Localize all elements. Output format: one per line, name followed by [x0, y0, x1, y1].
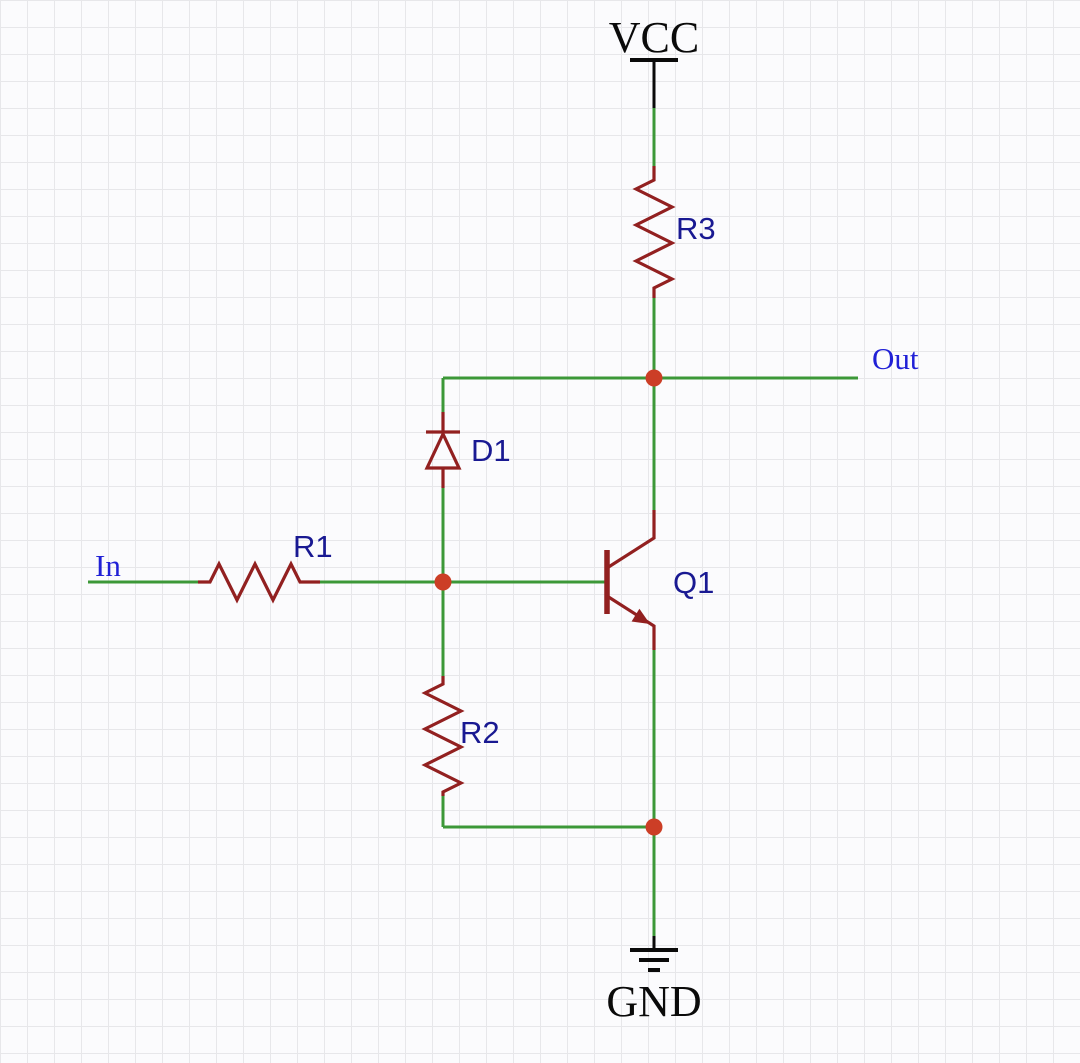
ref-label-r3: R3 [676, 211, 716, 246]
junction-base-node [434, 573, 452, 591]
schematic-labels: VCC GND Out In R3 D1 R1 Q1 R2 [95, 13, 919, 1026]
ref-label-r1: R1 [293, 529, 333, 564]
diode-d1-triangle [424, 430, 462, 470]
wires [88, 106, 858, 940]
resistor-r3-symbol [632, 166, 676, 298]
junction-dots [434, 369, 663, 836]
power-symbols [630, 58, 678, 972]
transistor-q1-emitter [606, 594, 656, 650]
ref-label-r2: R2 [460, 715, 500, 750]
ref-label-d1: D1 [471, 433, 511, 468]
net-label-out: Out [872, 341, 919, 376]
resistor-r1-symbol [198, 560, 320, 604]
component-symbols [198, 166, 676, 796]
net-label-gnd: GND [606, 977, 701, 1026]
net-label-vcc: VCC [609, 13, 699, 62]
transistor-q1-emitter-arrow-icon [631, 608, 650, 624]
transistor-q1-collector [606, 510, 656, 570]
junction-bottom-node [645, 818, 663, 836]
resistor-r2-symbol [421, 676, 465, 796]
ref-label-q1: Q1 [673, 565, 714, 600]
junction-out-node [645, 369, 663, 387]
net-label-in: In [95, 548, 121, 583]
